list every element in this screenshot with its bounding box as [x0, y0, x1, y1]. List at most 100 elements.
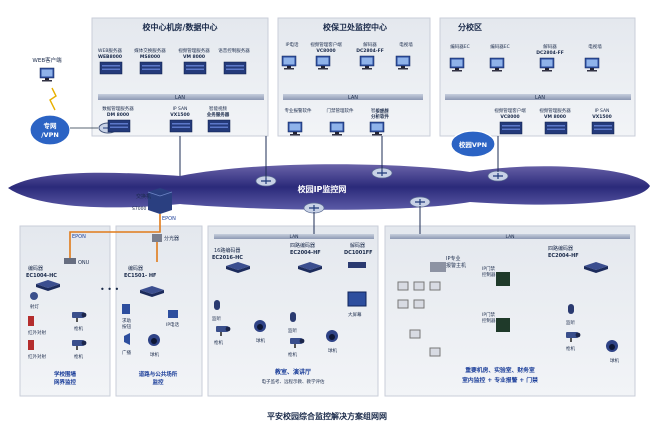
- seclow-device-1: 门禁管理软件: [327, 107, 354, 136]
- ip-phone-label: IP电话: [166, 321, 180, 328]
- brdev-device-name-2: 解码器: [543, 43, 557, 50]
- classroom-title: 教室、演讲厅: [274, 368, 311, 376]
- broadcast-label: 广播: [122, 349, 131, 356]
- seclow-device-name-0: 专业报警软件: [285, 107, 312, 114]
- classroom-enc16-label: 16路编码器: [214, 247, 240, 254]
- lab-mic: [568, 304, 574, 314]
- datacenter-panel: [91, 17, 269, 137]
- secdev-device-0: IP电话: [281, 41, 299, 70]
- infrared-beam-2: [28, 340, 34, 350]
- infrared-beam-1: [28, 316, 34, 326]
- classroom-dome-2: [326, 330, 338, 342]
- vpn-label-line2: /VPN: [41, 131, 59, 139]
- core-switch-label: 交换机: [136, 193, 151, 200]
- door-controller-2: [496, 318, 510, 332]
- vpn-bubble: 专网 /VPN: [29, 114, 71, 146]
- cloud-switch-5: [409, 196, 431, 208]
- door-controller-2-label-line2: 控制器: [482, 317, 496, 324]
- perimeter-panel: [19, 225, 111, 397]
- secdev-device-name-1: 视频管理客户端: [310, 41, 342, 48]
- core-switch: [147, 188, 173, 214]
- lab-encoder-model: EC2004-HF: [548, 253, 579, 259]
- brdev-device-name-3: 电视墙: [588, 43, 602, 50]
- security-center-panel: [277, 17, 431, 137]
- secdev-device-model-2: DC2804-FF: [356, 48, 384, 54]
- cloud-switch-3: [487, 170, 509, 182]
- dcdev-device-name-2: 视频管理服务器: [178, 47, 210, 54]
- classroom-bullet-label-2: 枪机: [288, 351, 297, 358]
- classroom-decoder-model: DC1001FF: [344, 250, 373, 256]
- perimeter-title-line2: 网界监控: [54, 378, 77, 386]
- brlow-device-model-2: VX1500: [592, 114, 611, 120]
- web-client-label: WEB客户端: [32, 56, 62, 64]
- secdev-device-name-0: IP电话: [285, 41, 299, 48]
- road-panel: [115, 225, 203, 397]
- mic-icon-2: [290, 312, 296, 322]
- classroom-subtitle: 电子监考、远程示教、教学评估: [262, 378, 325, 385]
- lab-title-line1: 重要机房、实验室、财务室: [465, 366, 535, 374]
- classroom-enc4-label: 四路编码器: [290, 242, 315, 249]
- alarm-host: [430, 262, 446, 272]
- secdev-device-model-1: VC8000: [316, 48, 335, 54]
- diagram-caption: 平安校园综合监控解决方案组网网: [267, 411, 387, 421]
- web-client: WEB客户端: [32, 56, 62, 82]
- security-keyboard-label: 多键盘: [375, 108, 389, 115]
- lab-dome-label: 球机: [610, 357, 619, 364]
- secdev-device-name-3: 电视墙: [399, 41, 413, 48]
- door-controller-1: [496, 272, 510, 286]
- dcdev-device-name-1: 媒体交换服务器: [134, 47, 166, 54]
- classroom-enc4-model: EC2004-HF: [290, 250, 321, 256]
- lab-panel: [384, 225, 636, 397]
- onu-label: ONU: [78, 260, 90, 266]
- lab-title-line2: 室内监控 + 专业报警 + 门禁: [462, 376, 538, 384]
- bullet-camera-label-1: 枪机: [74, 325, 83, 332]
- speaker-icon: [124, 333, 130, 345]
- dcdev-device-model-1: MS8000: [140, 54, 160, 60]
- dclow-device-model-1: VX1500: [170, 112, 189, 118]
- datacenter-lan-label: LAN: [175, 95, 185, 101]
- datacenter-title: 校中心机房/数据中心: [143, 22, 218, 32]
- door-controller-1-label-line1: IP门禁: [482, 265, 496, 272]
- branch-campus-panel: [439, 17, 636, 137]
- lab-encoder-label: 四路编码器: [548, 245, 573, 252]
- classroom-decoder: [348, 262, 366, 268]
- campus-vpn-label: 校园VPN: [459, 140, 487, 149]
- mic-icon-1: [214, 300, 220, 310]
- datacenter-lan-bar: [98, 94, 264, 100]
- road-title-line1: 道路与公共场所: [139, 370, 178, 378]
- brdev-device-model-2: DC2804-FF: [536, 50, 564, 56]
- dcdev-device-model-2: VM 8000: [183, 54, 205, 60]
- perimeter-title-line1: 学校围墙: [54, 370, 77, 378]
- infrared-label-2: 红外对射: [28, 353, 46, 360]
- perimeter-encoder-model: EC1004-HC: [26, 273, 57, 279]
- help-button-label-line2: 按钮: [122, 323, 131, 330]
- spotlight-icon: [30, 292, 38, 300]
- branch-lan-label: LAN: [535, 95, 545, 101]
- road-title-line2: 监控: [152, 378, 164, 386]
- door-controller-1-label-line2: 控制器: [482, 271, 496, 278]
- classroom-dome-label-1: 球机: [256, 337, 265, 344]
- secdev-device-3: 电视墙: [395, 41, 413, 70]
- brlow-device-name-1: 视频管理服务器: [539, 107, 571, 114]
- dcdev-device-model-0: WEB8000: [98, 54, 122, 60]
- dcdev-device-name-0: WEB服务器: [98, 47, 122, 54]
- classroom-lan-label: LAN: [289, 234, 298, 240]
- lab-lan-bar: [390, 234, 630, 239]
- security-lan-label: LAN: [348, 95, 358, 101]
- brlow-device-model-1: VM 8000: [544, 114, 566, 120]
- road-encoder-model: EC1501- HF: [124, 273, 156, 279]
- epon-fiber: [69, 214, 161, 260]
- brdev-device-name-0: 编码器EC: [450, 43, 470, 50]
- brdev-device-1: 编码器EC: [489, 43, 510, 72]
- classroom-mic-label-1: 监听: [212, 315, 221, 322]
- big-screen-icon: [347, 291, 367, 307]
